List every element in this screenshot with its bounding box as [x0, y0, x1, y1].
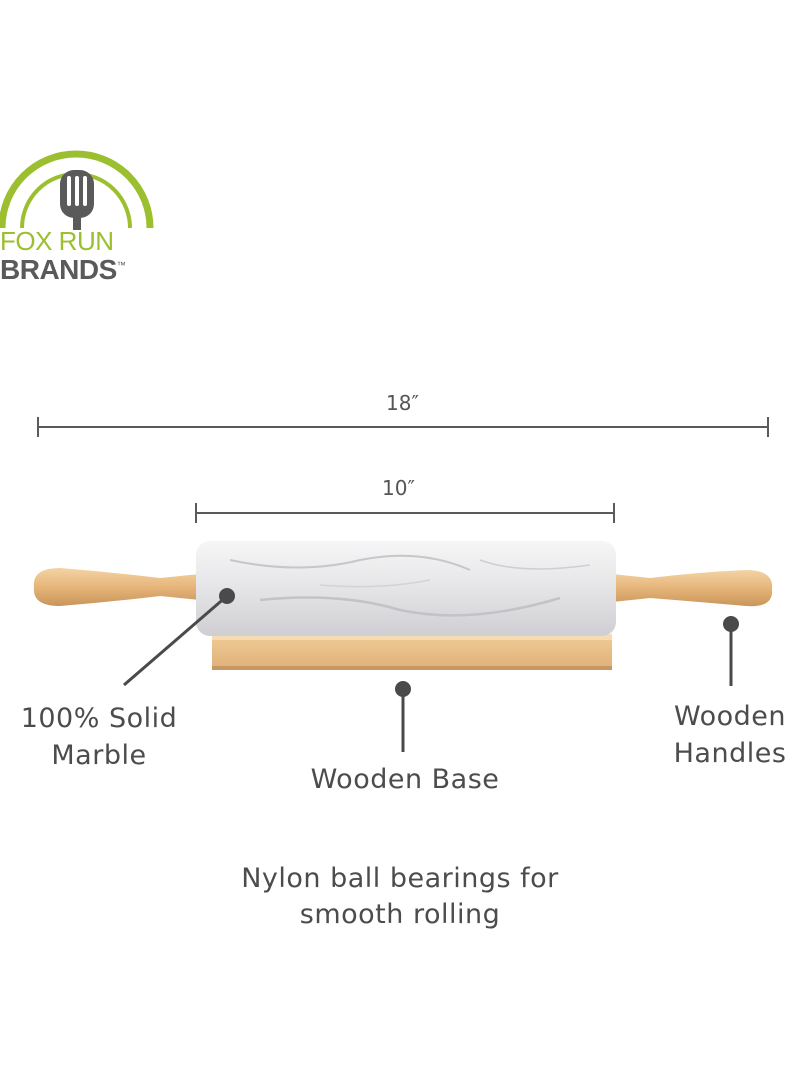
bearings-caption-line1: Nylon ball bearings for [241, 863, 559, 894]
left-handle [33, 568, 200, 606]
marble-barrel [196, 541, 616, 636]
marble-callout-line1: 100% Solid [20, 703, 178, 734]
handle-pointer [723, 616, 739, 686]
base-pointer [395, 681, 411, 752]
logo-arc-outer [0, 150, 154, 229]
spatula-icon [60, 170, 94, 230]
marble-callout-line2: Marble [51, 740, 147, 771]
wooden-base [212, 634, 612, 670]
logo-text-foxrun: FOX RUN [0, 226, 114, 256]
right-handle [612, 570, 773, 607]
logo-text-brands: BRANDS™ [0, 254, 126, 286]
marble-callout: 100% Solid Marble [4, 700, 194, 774]
base-callout: Wooden Base [310, 764, 500, 795]
handles-callout-line1: Wooden [673, 701, 786, 732]
barrel-length-label: 10″ [382, 476, 415, 500]
bearings-caption: Nylon ball bearings for smooth rolling [0, 861, 800, 933]
bearings-caption-line2: smooth rolling [299, 899, 501, 930]
marble-pointer [123, 588, 235, 687]
handles-callout: Wooden Handles [660, 698, 800, 772]
overall-length-label: 18″ [386, 391, 419, 415]
handles-callout-line2: Handles [673, 738, 787, 769]
barrel-length-dimension [195, 503, 615, 523]
overall-length-dimension [37, 417, 769, 437]
logo-trademark: ™ [116, 260, 126, 270]
brand-logo [0, 150, 154, 230]
logo-brands-word: BRANDS [0, 254, 117, 285]
